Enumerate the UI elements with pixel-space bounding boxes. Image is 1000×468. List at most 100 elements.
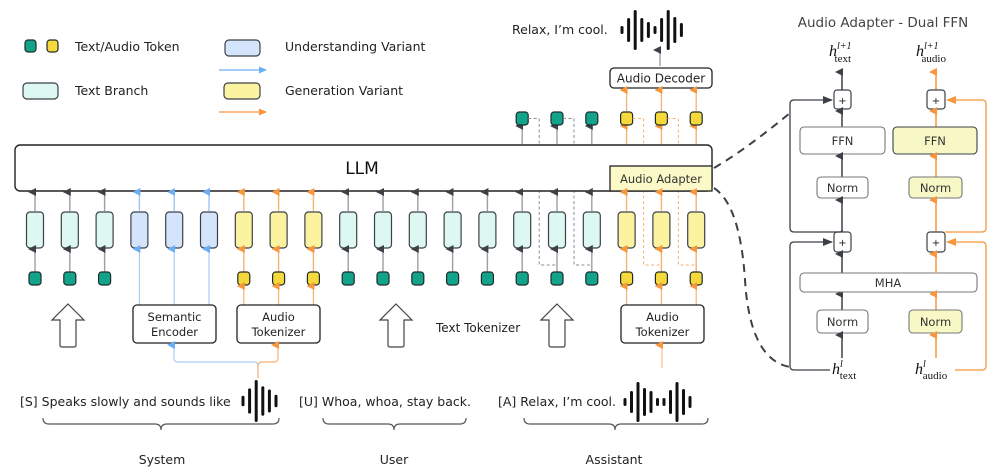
token-column bbox=[547, 188, 567, 286]
waveform-bar bbox=[267, 389, 271, 413]
text-branch-box bbox=[25, 211, 45, 249]
hollow-up-arrow-icon bbox=[378, 303, 414, 348]
token-column bbox=[269, 188, 288, 305]
svg-text:FFN: FFN bbox=[832, 134, 854, 148]
waveform-bar bbox=[679, 23, 683, 37]
waveform-bar bbox=[248, 388, 252, 414]
output-token-group bbox=[584, 111, 599, 144]
assistant-waveform-icon bbox=[623, 382, 692, 422]
adapter-panel-title: Audio Adapter - Dual FFN bbox=[798, 15, 969, 31]
svg-text:MHA: MHA bbox=[875, 276, 902, 290]
text-token bbox=[550, 271, 564, 286]
audio-token bbox=[237, 271, 251, 286]
token-column bbox=[95, 188, 114, 286]
semantic-encoder-label-line2: Encoder bbox=[151, 325, 198, 339]
adapter-zoom-connector-top bbox=[713, 112, 791, 169]
token-column bbox=[617, 188, 636, 305]
waveform-bar bbox=[649, 391, 653, 413]
token-column bbox=[582, 188, 601, 286]
token-column bbox=[513, 188, 532, 286]
audio-output-token bbox=[689, 111, 703, 126]
svg-text:+: + bbox=[838, 238, 846, 249]
waveform-bar bbox=[653, 26, 657, 34]
waveform-bar bbox=[623, 398, 627, 406]
waveform-bar bbox=[633, 10, 637, 50]
audio-adapter-label: Audio Adapter bbox=[620, 172, 702, 186]
system-waveform-icon bbox=[241, 380, 278, 422]
audio-token bbox=[619, 271, 634, 286]
understanding-branch-box bbox=[130, 211, 149, 249]
residual-audio-top bbox=[945, 96, 987, 233]
legend-token-label: Text/Audio Token bbox=[74, 39, 180, 54]
waveform-bar bbox=[636, 382, 640, 422]
text-output-token bbox=[550, 111, 564, 126]
waveform-bar bbox=[241, 395, 245, 407]
legend-generation-label: Generation Variant bbox=[285, 83, 403, 98]
text-branch-box bbox=[339, 211, 358, 249]
audio-adapter-box bbox=[609, 165, 713, 192]
segment-label-system: System bbox=[139, 452, 186, 467]
text-output-token bbox=[515, 111, 529, 126]
audio-token bbox=[306, 271, 320, 286]
text-branch-box bbox=[408, 211, 427, 249]
audio-token bbox=[689, 271, 703, 286]
hollow-up-arrow-icon bbox=[50, 303, 86, 348]
understanding-branch-box bbox=[165, 211, 184, 249]
decoder-output-text: Relax, I’m cool. bbox=[512, 22, 608, 37]
generation-branch-box bbox=[269, 211, 288, 249]
generation-branch-box bbox=[652, 211, 671, 249]
output-token-group bbox=[689, 86, 703, 144]
svg-text:+: + bbox=[932, 96, 940, 107]
waveform-bar bbox=[261, 386, 265, 416]
svg-text:Norm: Norm bbox=[920, 181, 951, 195]
segment-label-assistant: Assistant bbox=[586, 452, 643, 467]
audio-tokenizer-assistant-label-line2: Tokenizer bbox=[635, 325, 690, 339]
text-token bbox=[28, 271, 42, 286]
audio-token bbox=[654, 271, 669, 286]
encoder-feed-lines bbox=[167, 341, 663, 378]
legend-understanding-label: Understanding Variant bbox=[285, 39, 426, 54]
token-column bbox=[60, 188, 79, 286]
waveform-bar bbox=[254, 380, 258, 422]
residual-audio-bottom bbox=[946, 238, 987, 371]
text-token bbox=[97, 271, 112, 286]
legend-understanding-swatch bbox=[224, 39, 261, 57]
audio-tokenizer-system-label-line2: Tokenizer bbox=[251, 325, 306, 339]
waveform-bar bbox=[666, 10, 670, 50]
semantic-feed-line bbox=[167, 341, 259, 378]
text-tokenizer-arrows: Text Tokenizer bbox=[50, 303, 575, 348]
token-column bbox=[652, 188, 671, 305]
token-column bbox=[478, 188, 497, 286]
waveform-bar bbox=[669, 390, 672, 414]
generation-branch-box bbox=[687, 211, 706, 249]
waveform-bar bbox=[660, 18, 664, 42]
token-column bbox=[687, 188, 706, 305]
legend: Text/Audio Token Text Branch Understandi… bbox=[22, 39, 426, 116]
waveform-bar bbox=[630, 391, 633, 413]
text-branch-box bbox=[513, 211, 532, 249]
audio-tokenizer-feed-line bbox=[257, 341, 279, 378]
text-token bbox=[411, 271, 425, 286]
waveform-bar bbox=[646, 22, 650, 38]
text-token bbox=[341, 271, 355, 286]
system-input-text: [S] Speaks slowly and sounds like bbox=[20, 394, 231, 409]
waveform-bar bbox=[656, 398, 659, 406]
hollow-up-arrow-icon bbox=[539, 303, 575, 348]
audio-output-token bbox=[654, 111, 669, 126]
waveform-bar bbox=[274, 394, 278, 408]
waveform-bar bbox=[620, 26, 624, 34]
text-branch-box bbox=[443, 211, 462, 249]
waveform-bar bbox=[675, 382, 679, 422]
audio-decoder-label: Audio Decoder bbox=[617, 72, 705, 86]
token-column bbox=[339, 188, 358, 286]
output-waveform-icon bbox=[620, 10, 683, 50]
waveform-bar bbox=[673, 17, 677, 43]
svg-text:Norm: Norm bbox=[827, 315, 858, 329]
mha-box bbox=[799, 272, 978, 293]
residual-text-top bbox=[789, 96, 843, 233]
